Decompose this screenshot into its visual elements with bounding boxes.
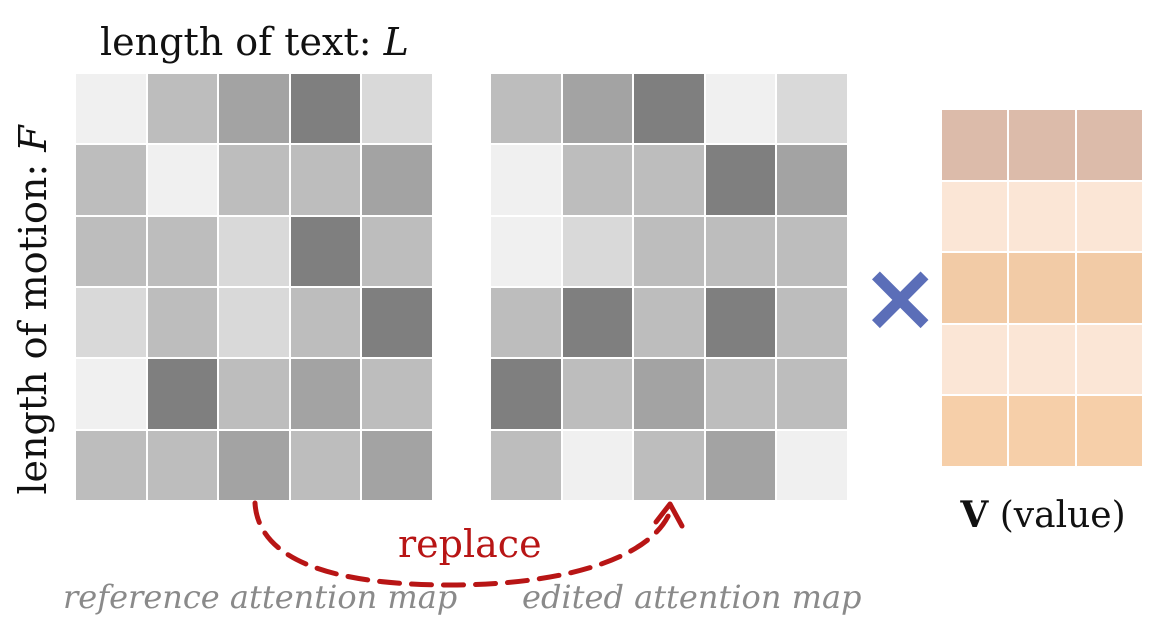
reference-map-cell — [219, 74, 289, 144]
value-matrix-cell — [1076, 181, 1142, 252]
value-matrix-cell — [1009, 324, 1075, 395]
edited-map-cell — [777, 216, 847, 286]
edited-map-cell — [705, 288, 776, 358]
text-length-prefix: length of text: — [100, 20, 384, 64]
replace-arrow-path — [252, 500, 673, 588]
edited-map-cell — [634, 359, 704, 429]
edited-map-cell — [491, 359, 561, 429]
reference-map-cell — [290, 216, 361, 286]
value-label-bold: V — [960, 494, 989, 536]
edited-map-cell — [634, 216, 704, 286]
arrowhead-icon — [653, 501, 685, 529]
value-matrix-cell — [1009, 110, 1075, 180]
edited-map-cell — [705, 74, 776, 144]
reference-map-cell — [76, 74, 146, 144]
reference-map-cell — [76, 145, 146, 215]
reference-map-cell — [290, 74, 361, 144]
edited-map-cell — [705, 145, 776, 215]
reference-map-cell — [290, 430, 361, 500]
edited-map-cell — [562, 359, 633, 429]
value-matrix-cell — [942, 324, 1008, 395]
edited-map-cell — [562, 145, 633, 215]
reference-map-cell — [147, 145, 218, 215]
value-label: V (value) — [943, 494, 1143, 536]
reference-map-cell — [290, 359, 361, 429]
value-matrix-cell — [1009, 181, 1075, 252]
value-matrix-cell — [1009, 396, 1075, 466]
value-matrix-cell — [942, 396, 1008, 466]
edited-map-cell — [777, 288, 847, 358]
replace-label: replace — [398, 522, 542, 566]
value-matrix-cell — [942, 253, 1008, 323]
reference-map-cell — [147, 74, 218, 144]
value-matrix-cell — [1076, 110, 1142, 180]
value-matrix-cell — [1009, 253, 1075, 323]
edited-map-cell — [491, 288, 561, 358]
reference-map-cell — [147, 359, 218, 429]
reference-map-cell — [219, 430, 289, 500]
edited-map-cell — [634, 430, 704, 500]
reference-attention-map — [76, 74, 432, 500]
text-length-label: length of text: L — [100, 20, 409, 64]
reference-map-cell — [76, 359, 146, 429]
value-matrix-cell — [1076, 396, 1142, 466]
reference-map-cell — [219, 145, 289, 215]
reference-map-cell — [362, 216, 432, 286]
edited-map-cell — [491, 74, 561, 144]
edited-map-cell — [634, 74, 704, 144]
reference-map-cell — [290, 145, 361, 215]
edited-caption: edited attention map — [522, 578, 862, 616]
edited-map-cell — [634, 145, 704, 215]
value-matrix-cell — [1076, 324, 1142, 395]
edited-map-cell — [705, 216, 776, 286]
edited-map-cell — [777, 359, 847, 429]
value-matrix-cell — [942, 110, 1008, 180]
edited-map-cell — [705, 430, 776, 500]
edited-map-cell — [491, 430, 561, 500]
reference-map-cell — [362, 288, 432, 358]
edited-map-cell — [705, 359, 776, 429]
reference-map-cell — [290, 288, 361, 358]
reference-map-cell — [219, 359, 289, 429]
reference-map-cell — [362, 145, 432, 215]
edited-map-cell — [777, 430, 847, 500]
value-matrix-cell — [942, 181, 1008, 252]
reference-map-cell — [362, 430, 432, 500]
reference-map-cell — [76, 430, 146, 500]
edited-attention-map — [491, 74, 847, 500]
edited-map-cell — [777, 145, 847, 215]
reference-map-cell — [147, 288, 218, 358]
reference-map-cell — [362, 74, 432, 144]
reference-map-cell — [147, 430, 218, 500]
edited-map-cell — [562, 288, 633, 358]
value-label-rest: (value) — [988, 495, 1126, 536]
edited-map-cell — [491, 145, 561, 215]
reference-map-cell — [362, 359, 432, 429]
edited-map-cell — [777, 74, 847, 144]
value-matrix — [942, 110, 1142, 466]
edited-map-cell — [562, 74, 633, 144]
edited-map-cell — [562, 430, 633, 500]
reference-map-cell — [219, 288, 289, 358]
reference-map-cell — [219, 216, 289, 286]
reference-caption: reference attention map — [63, 578, 458, 616]
edited-map-cell — [562, 216, 633, 286]
text-length-var: L — [383, 20, 409, 64]
value-matrix-cell — [1076, 253, 1142, 323]
edited-map-cell — [634, 288, 704, 358]
edited-map-cell — [491, 216, 561, 286]
reference-map-cell — [147, 216, 218, 286]
reference-map-cell — [76, 216, 146, 286]
reference-map-cell — [76, 288, 146, 358]
